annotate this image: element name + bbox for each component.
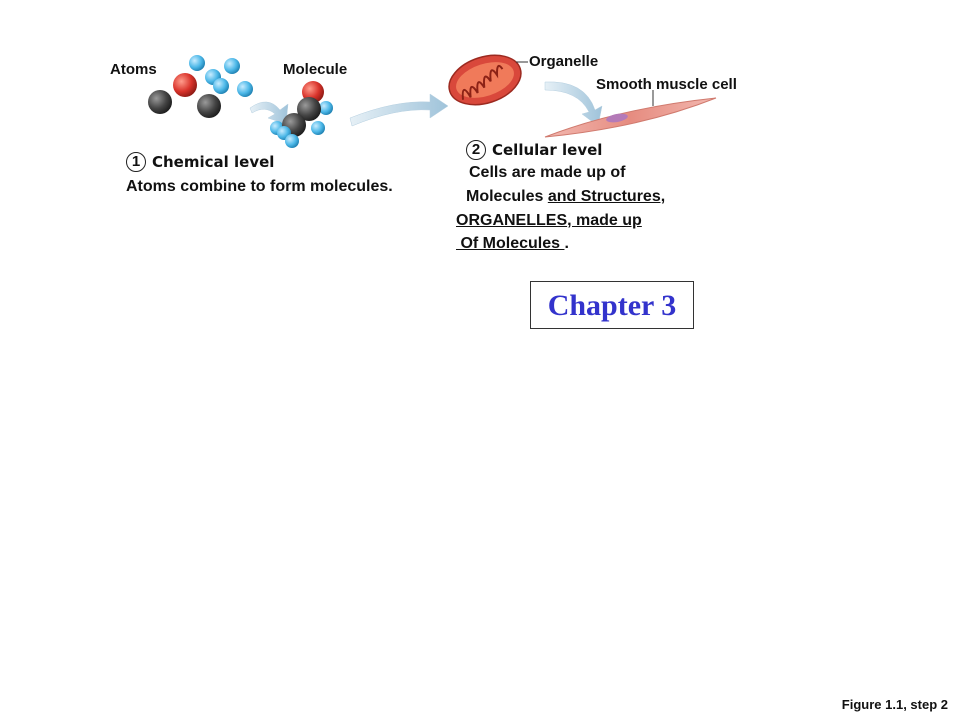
- mitochondrion-illustration: [448, 54, 522, 106]
- cellular-line-4: Of Molecules .: [456, 235, 569, 253]
- smooth-muscle-cell-illustration: [544, 97, 717, 138]
- underlined-text: and Structures,: [547, 188, 666, 205]
- cellular-line-1: Cells are made up of: [469, 164, 626, 181]
- dark-atom: [297, 97, 321, 121]
- text-segment: .: [564, 235, 569, 252]
- underlined-text: , made up: [567, 212, 642, 229]
- step-title: Chemical level: [152, 153, 275, 171]
- blue-atom: [224, 58, 240, 74]
- atoms-label: Atoms: [110, 61, 157, 78]
- arrow-to-cell: [544, 81, 603, 127]
- red-atom: [173, 73, 197, 97]
- molecule-illustration: [270, 81, 333, 148]
- blue-atom: [285, 134, 299, 148]
- arrow-to-molecule: [249, 101, 289, 125]
- blue-atom: [213, 78, 229, 94]
- chemical-level-description: Atoms combine to form molecules.: [126, 178, 393, 195]
- step-title: Cellular level: [492, 141, 603, 159]
- dark-atom: [148, 90, 172, 114]
- dark-atom: [197, 94, 221, 118]
- blue-atom: [237, 81, 253, 97]
- step-number-2: 2: [466, 140, 486, 160]
- underlined-text: ORGANELLES: [456, 212, 568, 229]
- atoms-illustration: [148, 55, 253, 118]
- molecule-label: Molecule: [283, 61, 348, 78]
- step-number-1: 1: [126, 152, 146, 172]
- chemical-level-heading: 1 Chemical level: [126, 152, 274, 172]
- chapter-box: Chapter 3: [530, 281, 694, 329]
- figure-caption: Figure 1.1, step 2: [841, 697, 948, 712]
- cellular-line-2: Molecules and Structures,: [466, 188, 665, 206]
- arrow-to-organelle: [349, 93, 449, 127]
- blue-atom: [311, 121, 325, 135]
- blue-atom: [189, 55, 205, 71]
- organelle-label: Organelle: [529, 53, 599, 70]
- blue-atom: [319, 101, 333, 115]
- cellular-level-heading: 2 Cellular level: [466, 140, 602, 160]
- text-segment: Molecules: [466, 188, 548, 205]
- underlined-text: Of Molecules: [456, 235, 565, 252]
- smooth-muscle-cell-label: Smooth muscle cell: [596, 76, 737, 93]
- cellular-line-3: ORGANELLES, made up: [456, 212, 642, 230]
